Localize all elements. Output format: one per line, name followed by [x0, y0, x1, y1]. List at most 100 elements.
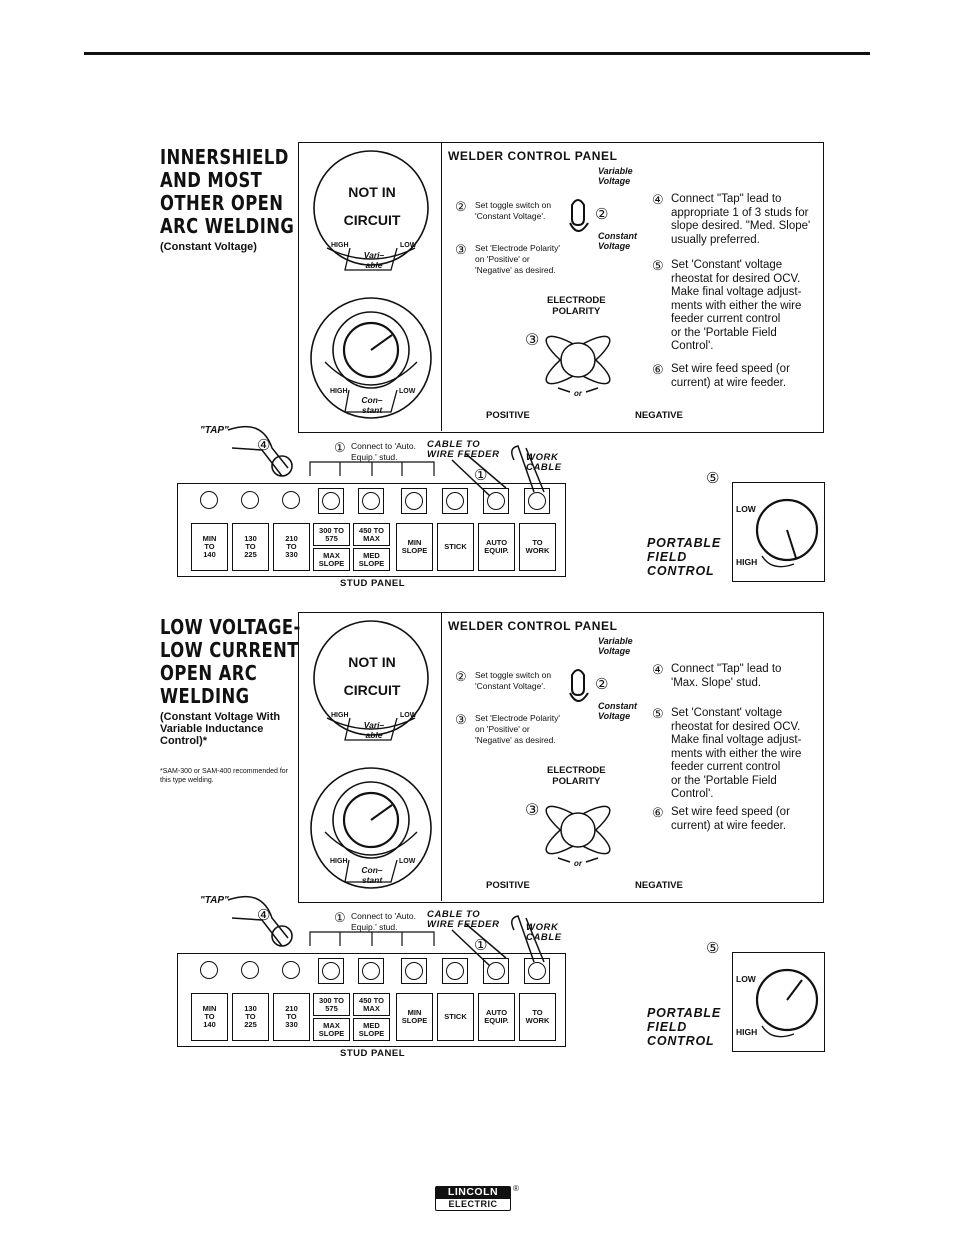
- stud-terminal[interactable]: [528, 492, 546, 510]
- logo-lincoln: LINCOLN: [435, 1186, 511, 1199]
- not-in-circuit-dial: [313, 150, 429, 266]
- stud-terminal-square: [442, 488, 468, 514]
- stud-terminal[interactable]: [487, 492, 505, 510]
- stud-terminal-square: [318, 958, 344, 984]
- stud-terminal[interactable]: [528, 962, 546, 980]
- stud-panel: [177, 483, 566, 577]
- field-control-knob: [755, 498, 819, 562]
- negative-label: NEGATIVE: [635, 410, 683, 421]
- stud-terminal-square: [358, 958, 384, 984]
- stud-terminal[interactable]: [446, 962, 464, 980]
- constant-dial-outer: [310, 767, 432, 889]
- stud-terminal[interactable]: [362, 962, 380, 980]
- stud-terminal[interactable]: [487, 962, 505, 980]
- step3-number: ③: [455, 242, 467, 257]
- cable-marker: ①: [474, 937, 488, 954]
- section-subtitle: (Constant Voltage): [160, 241, 257, 253]
- positive-label: POSITIVE: [486, 410, 530, 421]
- negative-label: NEGATIVE: [635, 880, 683, 891]
- step3-number: ③: [455, 712, 467, 727]
- stud-terminal-square: [442, 958, 468, 984]
- lincoln-electric-logo: LINCOLN ELECTRIC ®: [435, 1184, 519, 1213]
- panel-knobs-graphic: [310, 150, 432, 419]
- constant-knob-label: Con–stant: [361, 865, 383, 885]
- constant-knob-pointer: [370, 334, 393, 351]
- stud-terminal[interactable]: [362, 492, 380, 510]
- tap-label: "TAP": [200, 895, 229, 906]
- stud-panel: [177, 953, 566, 1047]
- stud-terminal[interactable]: [200, 961, 218, 979]
- step1-text: Connect to 'Auto.Equip.' stud.: [351, 441, 416, 462]
- stud-terminal[interactable]: [322, 492, 340, 510]
- upper-low-label: LOW: [400, 242, 417, 249]
- stud-terminal[interactable]: [282, 491, 300, 509]
- constant-knob: [342, 791, 400, 849]
- stud-terminal[interactable]: [241, 491, 259, 509]
- field-control-knob-graphic: [755, 498, 819, 568]
- step4-number: ④: [652, 662, 664, 677]
- stud-terminal[interactable]: [405, 962, 423, 980]
- tap-marker: ④: [257, 437, 271, 454]
- panel-divider: [441, 142, 442, 431]
- step4-number: ④: [652, 192, 664, 207]
- step6-number: ⑥: [652, 805, 664, 820]
- stud-terminal[interactable]: [446, 492, 464, 510]
- stud-terminal[interactable]: [405, 492, 423, 510]
- panel-header: WELDER CONTROL PANEL: [448, 149, 618, 163]
- stud-button[interactable]: STICK: [437, 993, 474, 1041]
- registered-mark: ®: [513, 1184, 519, 1193]
- variable-knob-label: Vari–able: [363, 720, 385, 740]
- logo-electric: ELECTRIC: [435, 1199, 511, 1211]
- step2-marker: ②: [595, 206, 609, 223]
- stud-terminal[interactable]: [282, 961, 300, 979]
- stud-button[interactable]: STICK: [437, 523, 474, 571]
- field-control-knob-graphic: [755, 968, 819, 1038]
- upper-low-label: LOW: [400, 712, 417, 719]
- portable-field-control-box: [732, 482, 825, 582]
- tap-marker: ④: [257, 907, 271, 924]
- toggle-switch-icon: [569, 199, 589, 232]
- step2-number: ②: [455, 669, 467, 684]
- field-high-label: HIGH: [736, 1027, 758, 1037]
- stud-terminal[interactable]: [241, 961, 259, 979]
- step3-text: Set 'Electrode Polarity'on 'Positive' or…: [475, 713, 560, 745]
- field-high-label: HIGH: [736, 557, 758, 567]
- or-label: or: [574, 389, 582, 398]
- stud-terminal[interactable]: [200, 491, 218, 509]
- stud-terminal[interactable]: [322, 962, 340, 980]
- section-subtitle: (Constant Voltage With Variable Inductan…: [160, 711, 281, 747]
- stud-terminal-square: [401, 488, 427, 514]
- toggle-switch-icon: [569, 669, 589, 702]
- field-control-marker: ⑤: [706, 940, 720, 957]
- tap-label: "TAP": [200, 425, 229, 436]
- lower-high-label: HIGH: [330, 388, 348, 395]
